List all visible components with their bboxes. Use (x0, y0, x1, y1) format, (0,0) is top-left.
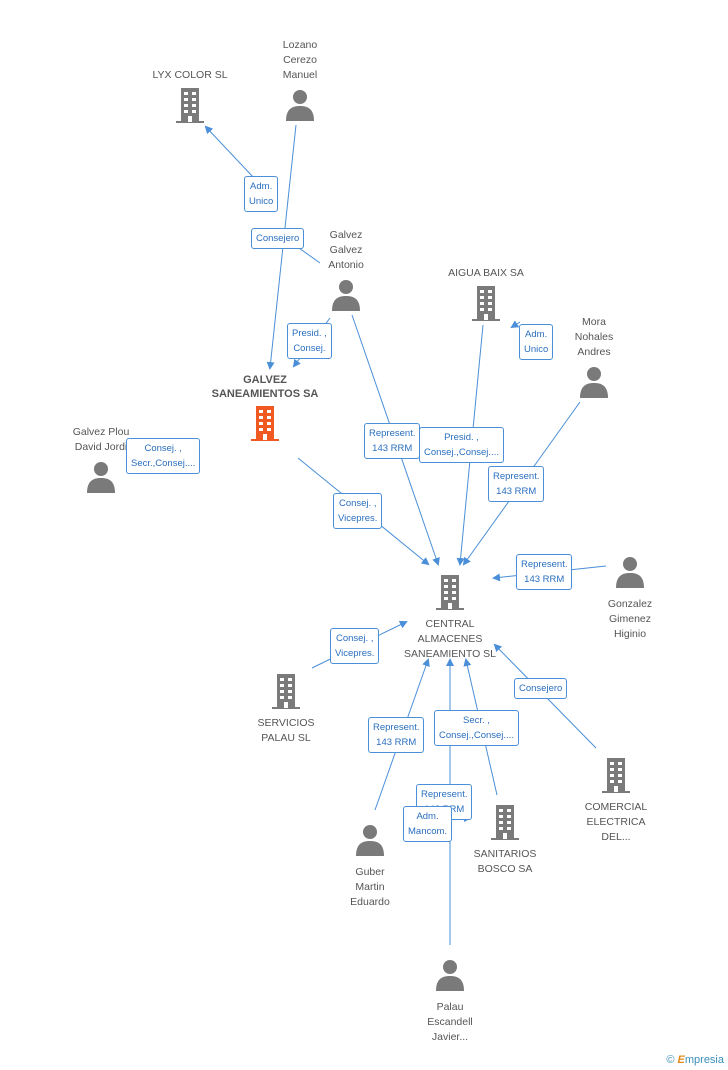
building-icon (170, 85, 210, 125)
brand-logo: © Empresia (666, 1054, 724, 1066)
brand-name: mpresia (684, 1054, 724, 1066)
company-node-central[interactable]: CENTRAL ALMACENES SANEAMIENTO SL (385, 570, 515, 662)
node-label: GALVEZ SANEAMIENTOS SA (211, 374, 319, 400)
person-icon (574, 362, 614, 402)
building-icon (266, 671, 306, 711)
person-icon (326, 275, 366, 315)
node-label: SERVICIOS PALAU SL (257, 717, 315, 744)
company-node-lyx[interactable]: LYX COLOR SL (125, 68, 255, 130)
relation-label[interactable]: Consej. , Vicepres. (330, 628, 380, 664)
person-node-lozano[interactable]: Lozano Cerezo Manuel (235, 38, 365, 130)
building-icon (466, 283, 506, 323)
relation-label[interactable]: Represent. 143 RRM (364, 423, 421, 459)
person-icon (280, 85, 320, 125)
person-node-galvez-plou[interactable]: Galvez Plou David Jordi (36, 425, 166, 502)
company-node-servicios[interactable]: SERVICIOS PALAU SL (221, 669, 351, 746)
company-node-comercial[interactable]: COMERCIAL ELECTRICA DEL... (551, 753, 681, 845)
node-label: Gonzalez Gimenez Higinio (607, 598, 653, 640)
relation-label[interactable]: Presid. , Consej. (287, 323, 332, 359)
node-label: Palau Escandell Javier... (427, 1001, 473, 1043)
person-node-galvez-antonio[interactable]: Galvez Galvez Antonio (281, 228, 411, 320)
relation-label[interactable]: Consejero (514, 678, 568, 699)
node-label: COMERCIAL ELECTRICA DEL... (584, 801, 648, 843)
node-label: AIGUA BAIX SA (448, 267, 524, 279)
node-label: Mora Nohales Andres (574, 316, 614, 358)
relation-label[interactable]: Consej. , Secr.,Consej.... (126, 438, 201, 474)
node-label: LYX COLOR SL (152, 69, 228, 81)
relation-label[interactable]: Represent. 143 RRM (516, 554, 573, 590)
edge-line (510, 320, 521, 329)
node-label: Lozano Cerezo Manuel (282, 39, 318, 81)
node-label: SANITARIOS BOSCO SA (473, 848, 537, 875)
relation-label[interactable]: Presid. , Consej.,Consej.... (419, 427, 504, 463)
company-node-galvez-sa[interactable]: GALVEZ SANEAMIENTOS SA (200, 373, 330, 448)
person-node-palau[interactable]: Palau Escandell Javier... (385, 953, 515, 1045)
brand-initial: E (677, 1054, 685, 1066)
copyright-symbol: © (666, 1054, 675, 1066)
building-icon (596, 755, 636, 795)
company-node-aigua[interactable]: AIGUA BAIX SA (421, 266, 551, 328)
relation-label[interactable]: Secr. , Consej.,Consej.... (434, 710, 519, 746)
person-icon (350, 820, 390, 860)
relation-label[interactable]: Adm. Unico (244, 176, 279, 212)
relation-label[interactable]: Adm. Mancom. (403, 806, 453, 842)
node-label: Guber Martin Eduardo (350, 866, 390, 908)
node-label: Galvez Plou David Jordi (72, 426, 130, 453)
building-icon (485, 802, 525, 842)
relation-label[interactable]: Represent. 143 RRM (488, 466, 545, 502)
person-icon (430, 955, 470, 995)
company-node-sanitarios[interactable]: SANITARIOS BOSCO SA (440, 800, 570, 877)
node-label: CENTRAL ALMACENES SANEAMIENTO SL (404, 618, 496, 660)
relation-label[interactable]: Adm. Unico (519, 324, 554, 360)
edge-line (204, 125, 255, 179)
node-label: Galvez Galvez Antonio (328, 229, 364, 271)
relation-label[interactable]: Represent. 143 RRM (368, 717, 425, 753)
person-node-guber[interactable]: Guber Martin Eduardo (305, 818, 435, 910)
relation-label[interactable]: Consejero (251, 228, 305, 249)
relation-label[interactable]: Consej. , Vicepres. (333, 493, 383, 529)
person-node-mora[interactable]: Mora Nohales Andres (529, 315, 659, 407)
person-icon (610, 552, 650, 592)
building-icon (245, 403, 285, 443)
person-icon (81, 457, 121, 497)
building-icon (430, 572, 470, 612)
person-node-gonzalez[interactable]: Gonzalez Gimenez Higinio (565, 550, 695, 642)
